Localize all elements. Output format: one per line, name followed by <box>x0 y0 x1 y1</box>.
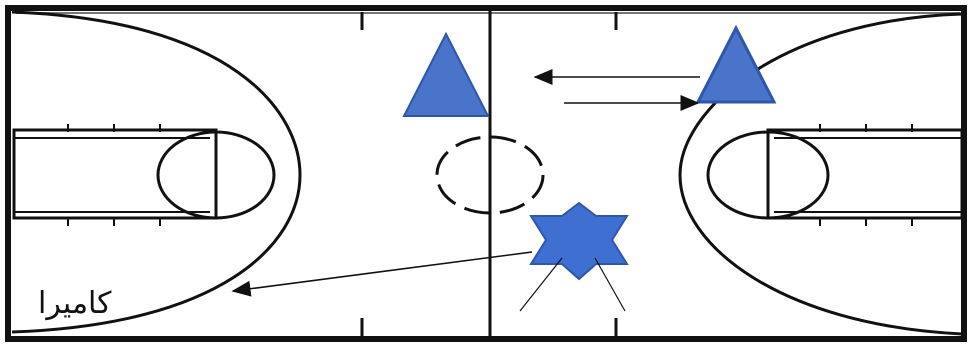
center-circle <box>435 135 545 215</box>
court-boundary <box>5 5 967 342</box>
arrow-camera-direction <box>231 251 533 297</box>
player-right-triangle-icon <box>695 24 777 104</box>
camera-star-icon <box>529 201 629 281</box>
right-key <box>706 124 964 226</box>
camera-view-line-right <box>594 257 626 312</box>
left-key <box>12 124 276 226</box>
left-three-point-arc <box>11 10 302 334</box>
camera-view-line-left <box>519 257 563 312</box>
camera-label: كاميرا <box>38 286 112 321</box>
player-left-triangle-icon <box>402 31 490 117</box>
right-three-point-arc <box>678 12 963 336</box>
sideline-ticks <box>360 12 618 337</box>
